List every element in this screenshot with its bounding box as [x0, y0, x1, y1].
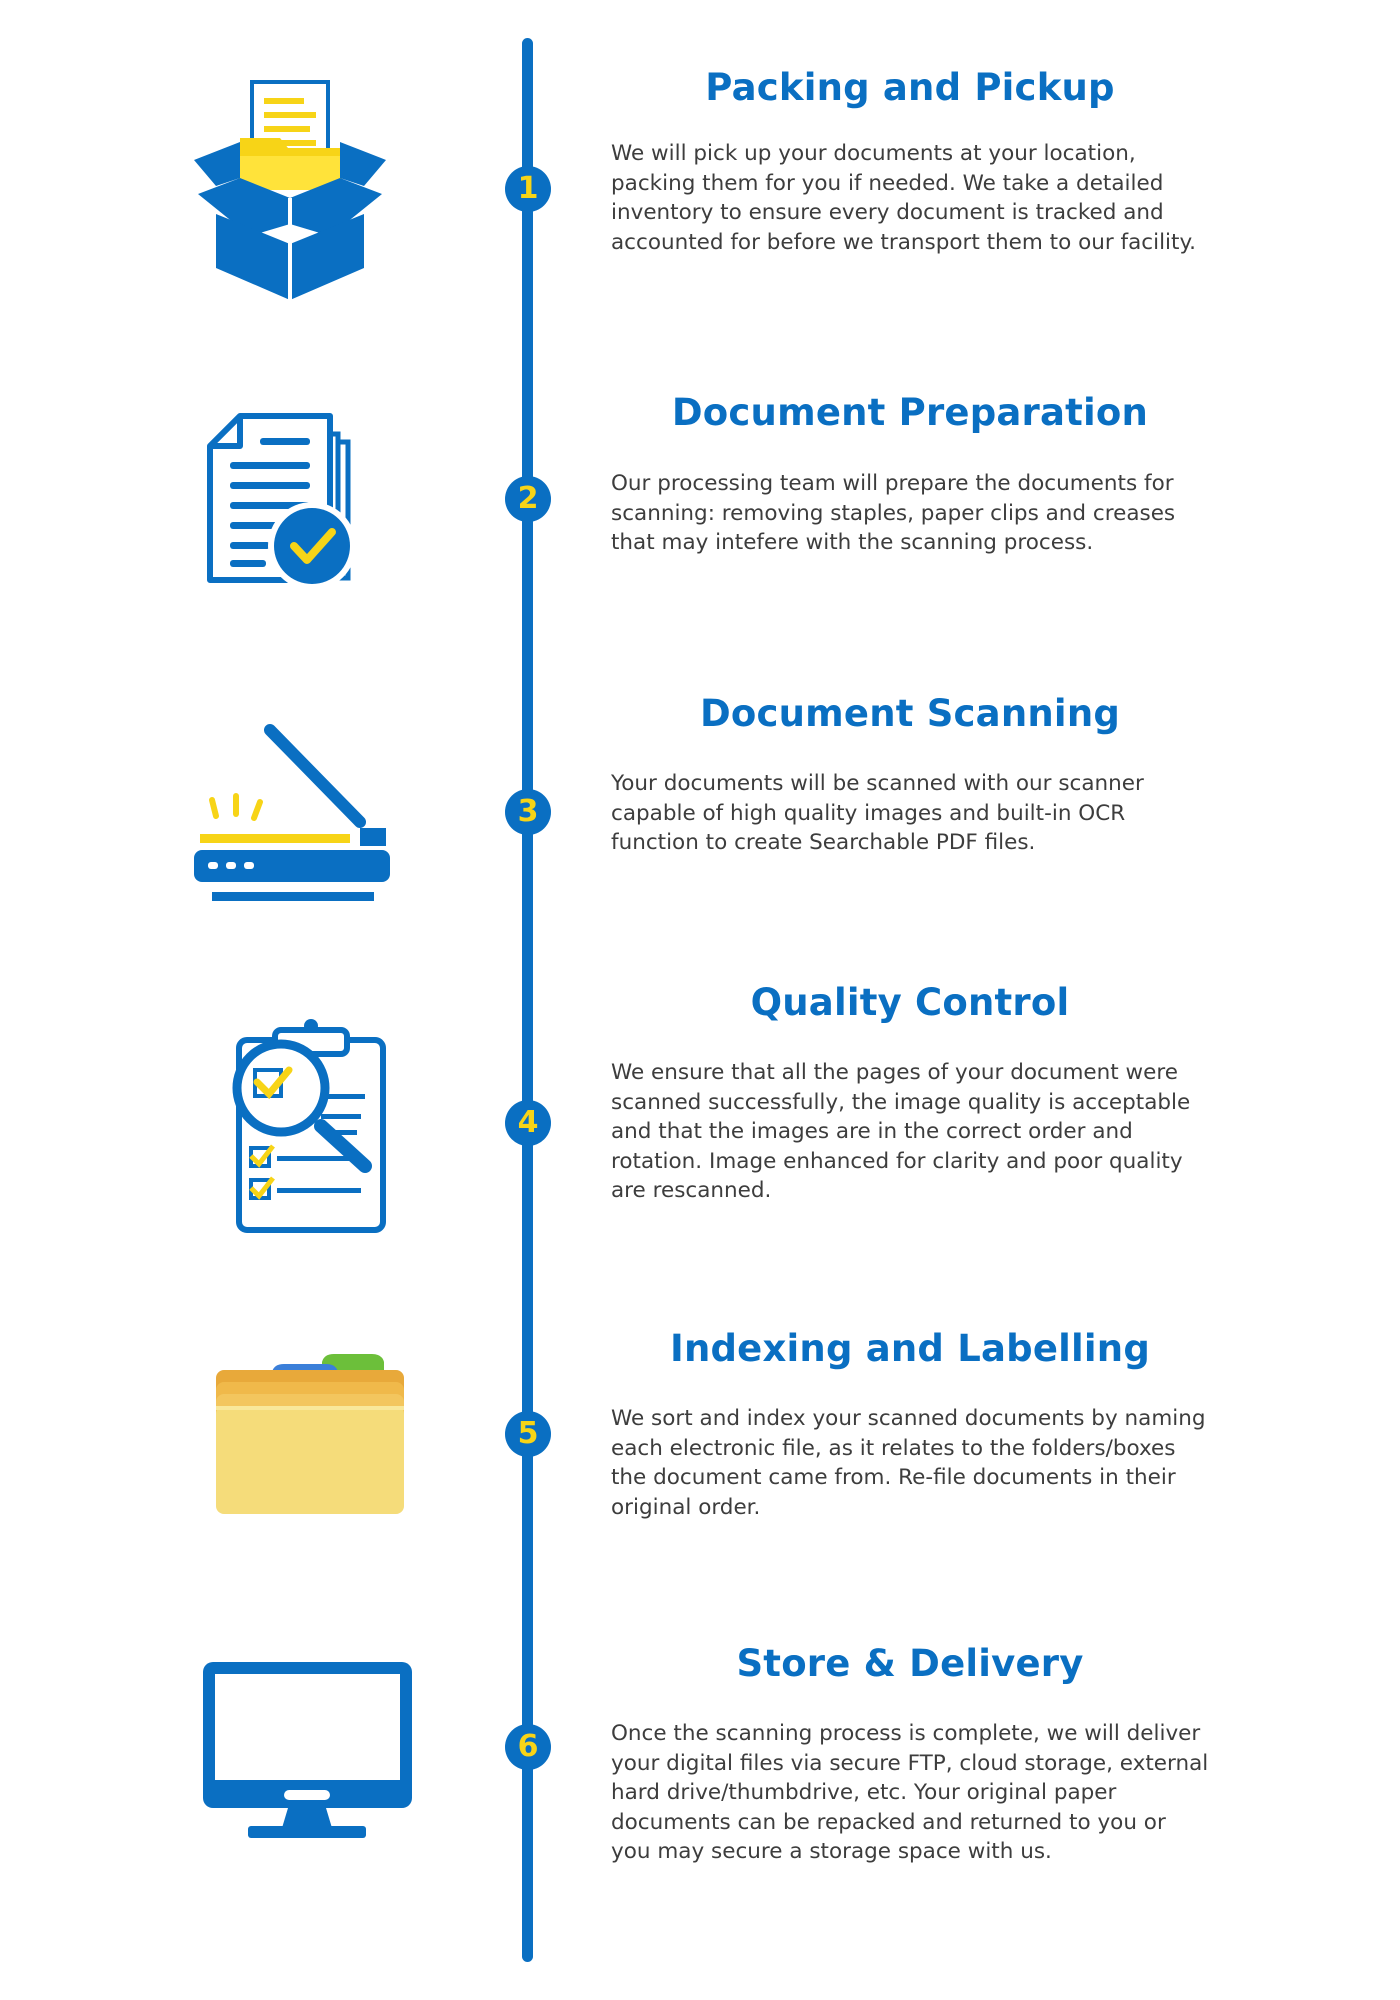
step-description: We ensure that all the pages of your doc…: [611, 1060, 1191, 1204]
step-number-badge: 5: [505, 1411, 551, 1457]
step-title: Quality Control: [750, 981, 1070, 1024]
computer-monitor-icon: [200, 1660, 415, 1840]
flatbed-scanner-icon: [190, 722, 400, 912]
timeline-line: [522, 38, 533, 1962]
step-description: We will pick up your documents at your l…: [611, 141, 1196, 255]
step-description: Your documents will be scanned with our …: [611, 771, 1144, 856]
step-title: Document Scanning: [699, 692, 1121, 735]
step-number-badge: 3: [505, 789, 551, 835]
step-title: Store & Delivery: [736, 1642, 1084, 1685]
open-box-with-folder-icon: [180, 68, 400, 308]
step-description: We sort and index your scanned documents…: [611, 1406, 1206, 1520]
step-number-badge: 4: [505, 1100, 551, 1146]
step-number-badge: 1: [505, 166, 551, 212]
step-number-badge: 6: [505, 1724, 551, 1770]
document-checkmark-icon: [200, 410, 380, 590]
step-description: Once the scanning process is complete, w…: [611, 1721, 1209, 1865]
step-title: Packing and Pickup: [705, 66, 1115, 109]
step-title: Document Preparation: [671, 391, 1149, 434]
step-number-badge: 2: [505, 476, 551, 522]
step-description: Our processing team will prepare the doc…: [611, 471, 1176, 556]
clipboard-magnifier-icon: [225, 1018, 395, 1238]
tabbed-folders-icon: [212, 1350, 408, 1520]
step-title: Indexing and Labelling: [669, 1327, 1151, 1370]
